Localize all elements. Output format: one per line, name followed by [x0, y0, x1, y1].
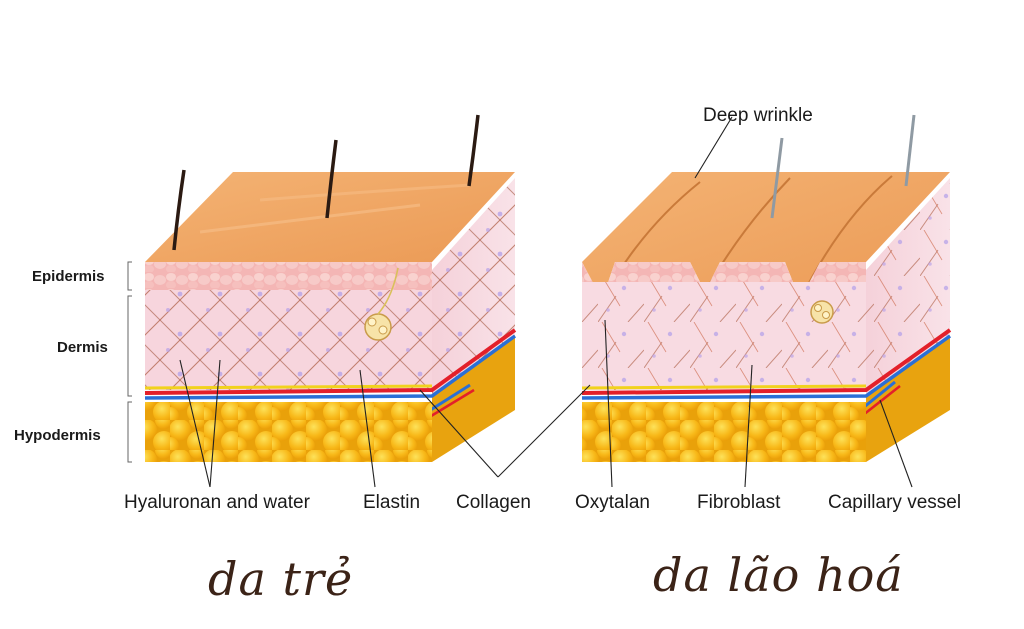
young-gland — [364, 267, 399, 341]
young-skin-block — [144, 114, 517, 462]
young-hypodermis — [145, 402, 432, 462]
label-oxytalan: Oxytalan — [575, 492, 650, 513]
leader-lines — [179, 116, 913, 488]
caption-young-skin: da trẻ — [208, 552, 354, 606]
aged-hair-2 — [904, 114, 916, 187]
label-epidermis: Epidermis — [32, 268, 105, 285]
label-fibroblast: Fibroblast — [697, 492, 781, 513]
aged-skin-block — [581, 114, 952, 462]
young-hair-1 — [172, 169, 186, 251]
aged-hypodermis — [582, 402, 866, 462]
aged-side-face — [866, 335, 950, 462]
aged-hair-1 — [770, 137, 784, 219]
young-vein — [144, 334, 517, 400]
label-collagen: Collagen — [456, 492, 531, 513]
label-elastin: Elastin — [363, 492, 420, 513]
label-hypodermis: Hypodermis — [14, 427, 101, 444]
label-dermis: Dermis — [57, 339, 108, 356]
aged-gland — [810, 300, 834, 324]
young-hair-2 — [325, 139, 338, 219]
caption-aged-skin: da lão hoá — [653, 548, 904, 602]
label-deep-wrinkle: Deep wrinkle — [703, 105, 813, 126]
young-epidermis — [145, 262, 432, 290]
label-capillary: Capillary vessel — [828, 492, 961, 513]
young-artery — [144, 328, 517, 395]
aged-artery — [581, 328, 952, 395]
layer-brackets — [127, 261, 132, 463]
young-side-face — [432, 335, 515, 462]
aged-vein — [581, 334, 952, 400]
label-hyaluronan: Hyaluronan and water — [124, 492, 311, 513]
young-hair-3 — [467, 114, 480, 187]
